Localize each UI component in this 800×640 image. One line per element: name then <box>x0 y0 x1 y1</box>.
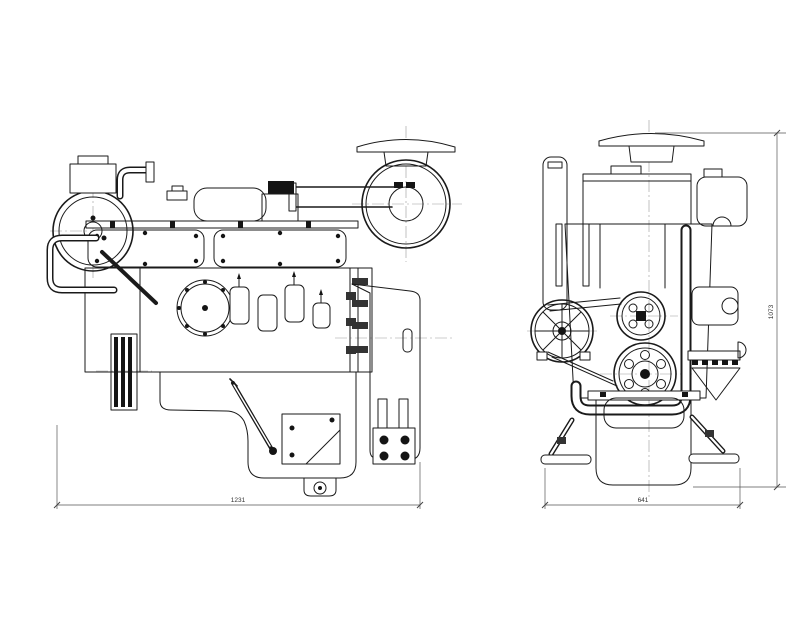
sea-water-pump <box>46 155 158 305</box>
mushroom-air-cap <box>598 133 705 163</box>
height-dimension-label: 1073 <box>768 304 775 319</box>
turbocharger <box>696 168 748 227</box>
valve-cover <box>213 229 347 268</box>
mounting-bracket <box>372 398 416 465</box>
length-dimension: 1231 <box>53 425 424 509</box>
alternator <box>530 299 594 363</box>
crankshaft-pulley-side <box>110 333 138 411</box>
dipstick <box>229 378 277 455</box>
height-dimension: 1073 <box>655 129 786 491</box>
alternator-fan-spokes <box>534 303 590 359</box>
turbo-inlet <box>268 181 294 194</box>
head-rail <box>85 220 359 229</box>
support-brace <box>100 250 158 305</box>
top-accessories <box>85 181 359 229</box>
flywheel-housing <box>346 283 421 465</box>
intake-manifold-tank <box>193 187 267 222</box>
engine-mount-left <box>540 417 592 465</box>
side-covers <box>229 271 331 332</box>
valve-covers <box>87 229 347 268</box>
width-dimension: 641 <box>541 468 744 509</box>
expansion-column <box>542 156 568 311</box>
length-dimension-label: 1231 <box>231 497 246 504</box>
filler-cap <box>166 190 188 201</box>
gear-cover <box>176 279 234 337</box>
water-pump-pulley <box>616 291 666 341</box>
starter-motor <box>687 286 747 401</box>
drive-belt <box>547 297 622 387</box>
intake-pipe <box>288 182 395 212</box>
valve-cover <box>87 229 205 268</box>
oil-pan-side <box>159 371 357 497</box>
coolant-hose <box>46 234 118 294</box>
exhaust-elbow-pipe <box>570 224 692 416</box>
front-view: 641 1073 <box>527 120 786 509</box>
engine-mount-right <box>688 414 740 464</box>
rain-cap-stem <box>383 151 429 167</box>
width-dimension-label: 641 <box>638 497 649 504</box>
valve-cover-bolts <box>94 230 341 267</box>
oil-pan-front <box>587 390 701 486</box>
cylinder-block <box>84 267 373 373</box>
pan-plate <box>281 413 341 465</box>
thermostat-elbow <box>116 161 155 200</box>
pump-housing <box>69 163 117 194</box>
rain-cap <box>356 139 456 153</box>
side-view: 1231 <box>46 126 462 509</box>
air-cleaner <box>288 139 456 249</box>
drain-plug <box>303 477 337 497</box>
